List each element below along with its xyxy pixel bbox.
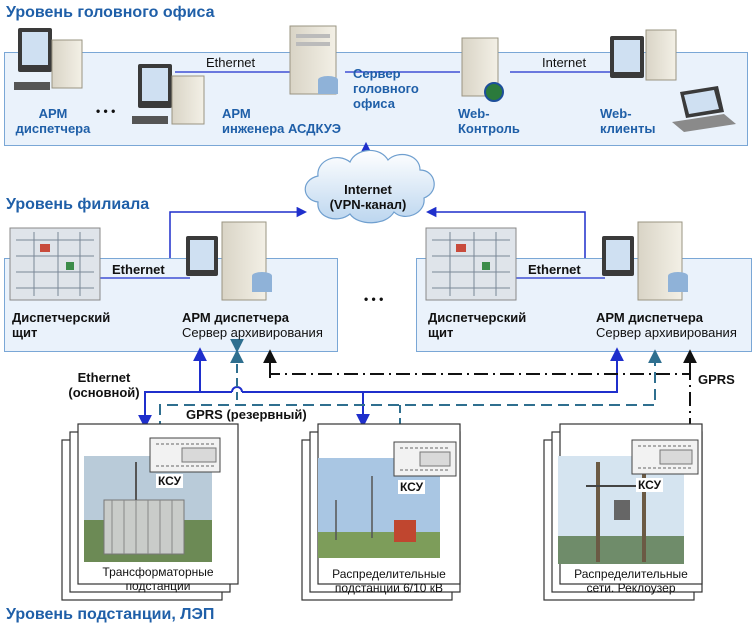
caption-distribution: Распределительные подстанции 6/10 кВ [332,567,446,595]
dispatch-panel-right-icon [425,227,517,301]
engineer-workstation-icon [132,64,205,125]
branch-ellipsis: • • • [364,292,384,306]
head-office-ellipsis: • • • [96,104,116,118]
label-arm-dispatcher: АРМ диспетчера [15,106,91,136]
caption-transformer: Трансформаторные подстанции [102,565,214,593]
ksu-device-icon-3 [631,439,699,475]
web-client-laptop-icon [672,86,736,132]
branch-right-ethernet-label: Ethernet [528,262,581,277]
cloud-label: Internet (VPN-канал) [329,182,407,212]
head-office-ethernet-label: Ethernet [206,55,256,70]
branch-left-arm-label: АРМ диспетчера Сервер архивирования [182,310,323,340]
branch-left-ethernet-label: Ethernet [112,262,165,277]
branch-left-panel-label: Диспетчерский щит [12,310,111,340]
dispatcher-workstation-icon [14,28,83,90]
branch-right-panel-label: Диспетчерский щит [428,310,527,340]
caption-networks: Распределительные сети. Реклоузер [574,567,688,595]
level-title-substation: Уровень подстанции, ЛЭП [6,606,215,623]
web-client-desktop-icon [610,29,677,81]
ksu-label-1: КСУ [156,474,184,488]
ksu-device-icon-2 [393,441,457,477]
label-web-control: Web- Контроль [458,106,520,136]
level-title-head-office: Уровень головного офиса [6,4,215,21]
dispatch-panel-left-icon [9,227,101,301]
branch-right-workstation-icon [602,221,688,301]
branch-right-arm-label: АРМ диспетчера Сервер архивирования [596,310,737,340]
label-arm-engineer: АРМ инженера АСДКУЭ [222,106,341,136]
ethernet-main-label: Ethernet (основной) [68,370,140,400]
label-head-office-server: Сервер головного офиса [353,66,419,111]
head-office-internet-label: Internet [542,55,587,70]
label-web-clients: Web- клиенты [600,106,656,136]
gprs-reserve-label: GPRS (резервный) [186,407,307,422]
ksu-label-2: КСУ [398,480,426,494]
level-title-branch: Уровень филиала [6,196,150,213]
internet-cloud-icon [304,149,435,224]
ksu-label-3: КСУ [636,478,664,492]
head-office-server-icon [289,25,338,95]
web-control-server-icon [461,37,504,102]
branch-left-workstation-icon [186,221,272,301]
gprs-label: GPRS [698,372,735,387]
ksu-device-icon-1 [149,437,221,473]
